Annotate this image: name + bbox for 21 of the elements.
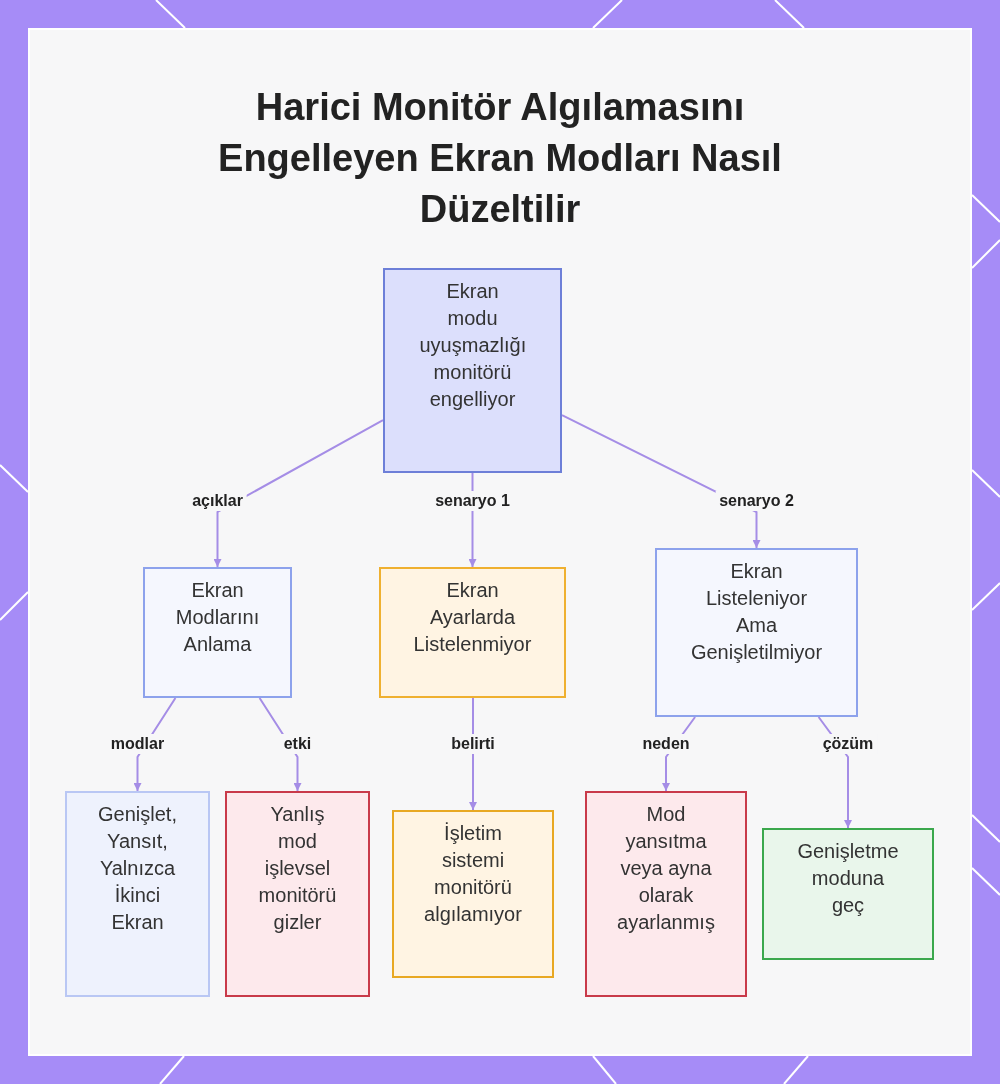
process-box	[379, 567, 566, 698]
node-text: Ekran Ayarlarda Listelenmiyor	[412, 578, 533, 657]
node-text: Genişletme moduna geç	[796, 839, 900, 918]
arrow	[213, 419, 384, 568]
node-text: İşletim sistemi monitörü algılamıyor	[423, 821, 523, 927]
node-text: Ekran Modlarını Anlama	[174, 578, 261, 657]
process-box	[383, 268, 562, 473]
arrow	[469, 697, 477, 811]
diagram-title: Harici Monitör Algılamasını Engelleyen Ekran Modları Nasıl Düzeltilir	[217, 85, 783, 232]
node-text: Mod yansıtma veya ayna olarak ayarlanmış	[616, 802, 716, 935]
process-box	[143, 567, 292, 698]
process-box	[762, 828, 934, 960]
node-text: Genişlet, Yansıt, Yalnızca İkinci Ekran	[97, 802, 178, 935]
process-box	[65, 791, 210, 997]
process-box	[585, 791, 747, 997]
process-box	[225, 791, 370, 997]
process-box	[655, 548, 858, 717]
node-text: Ekran Listeleniyor Ama Genişletilmiyor	[689, 559, 824, 665]
process-box	[392, 810, 554, 978]
node-text: Yanlış mod işlevsel monitörü gizler	[257, 802, 338, 935]
node-text: Ekran modu uyuşmazlığı monitörü engelliyor	[419, 279, 526, 412]
